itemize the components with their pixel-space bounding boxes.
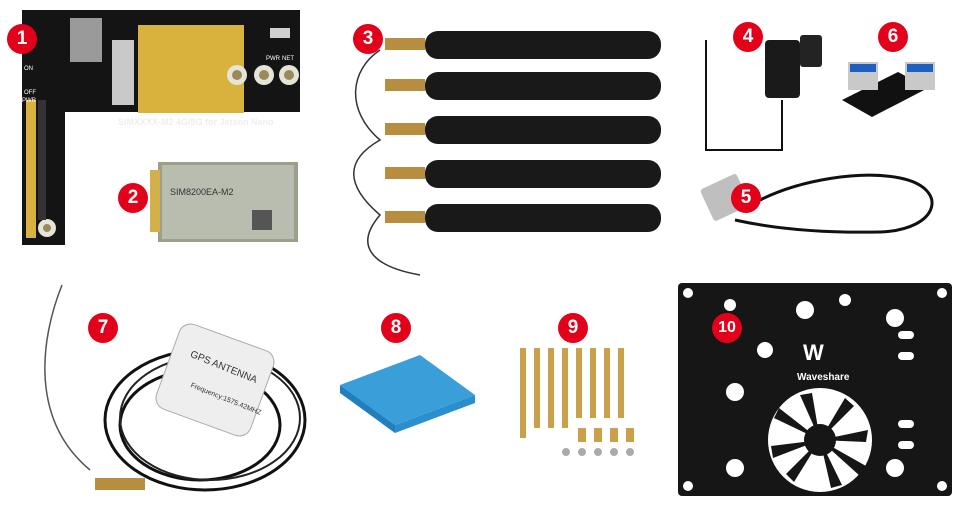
brand-logo-icon: W [803,340,824,365]
brand-logo-text: Waveshare [797,372,850,383]
standoff-kit [520,348,634,456]
expansion-board [22,10,300,245]
power-adapter [705,35,822,151]
badge-6: 6 [878,22,908,52]
badge-10: 10 [712,313,742,343]
pwr-label: PWR [266,56,280,62]
on-label: ON [24,66,33,72]
module-label: SIM8200EA-M2 [170,187,234,197]
antenna-set [353,31,661,276]
badge-5: 5 [731,183,761,213]
net-label: NET [282,56,294,62]
badge-4: 4 [733,22,763,52]
badge-3: 3 [353,24,383,54]
badge-9: 9 [558,313,588,343]
base-plate [678,283,952,496]
board-label: SIMXXXX-M2 4G/5G for Jetson Nano [118,117,274,127]
pwr2-label: PWR [22,98,36,104]
m2-module [150,162,298,242]
gps-antenna [44,284,307,492]
badge-2: 2 [118,183,148,213]
badge-8: 8 [381,313,411,343]
usb-adapter [842,62,935,117]
badge-7: 7 [88,313,118,343]
off-label: OFF [24,90,36,96]
badge-1: 1 [7,24,37,54]
heatsink [340,355,475,433]
